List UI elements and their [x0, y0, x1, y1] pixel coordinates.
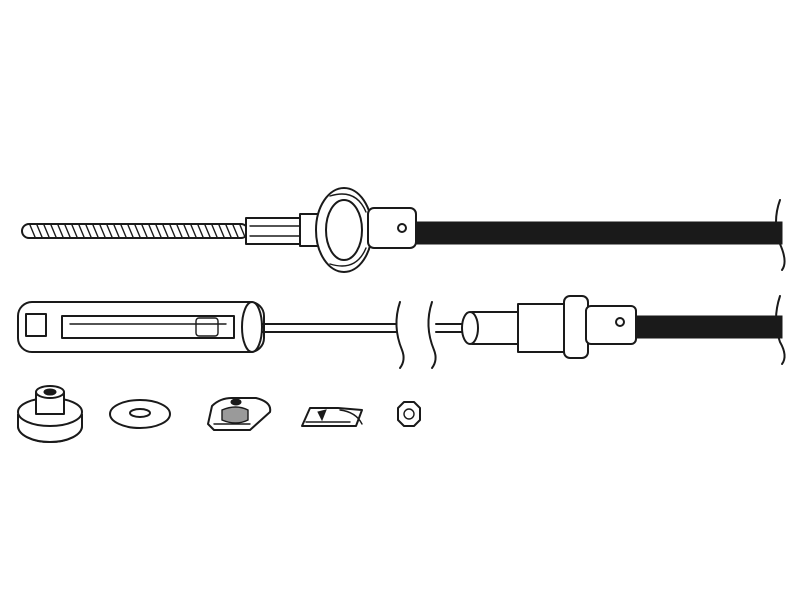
thread-mark	[57, 224, 64, 238]
thread-mark	[29, 224, 36, 238]
wire-ferrule	[461, 311, 525, 345]
thread-mark	[190, 224, 197, 238]
thread-mark	[134, 224, 141, 238]
small-parts-row	[17, 385, 421, 443]
spring-clip	[301, 407, 363, 427]
thread-mark	[36, 224, 43, 238]
thread-mark	[92, 224, 99, 238]
thread-mark	[148, 224, 155, 238]
thread-mark	[176, 224, 183, 238]
flange-collar-2	[563, 295, 589, 359]
thread-mark	[197, 224, 204, 238]
threaded-rod	[21, 223, 249, 239]
thread-mark	[155, 224, 162, 238]
thread-mark	[99, 224, 106, 238]
cable-sheath	[415, 199, 786, 271]
end-fitting-2	[585, 305, 637, 345]
thread-mark	[78, 224, 85, 238]
flange-collar	[315, 187, 373, 273]
adjuster-cable-assembly	[17, 295, 786, 369]
hex-nut	[397, 401, 421, 427]
thread-mark	[85, 224, 92, 238]
thread-mark	[232, 224, 239, 238]
thread-mark	[43, 224, 50, 238]
thread-mark	[106, 224, 113, 238]
ferrule-body	[517, 303, 571, 353]
thread-mark	[127, 224, 134, 238]
thread-mark	[64, 224, 71, 238]
thread-mark	[204, 224, 211, 238]
threaded-cable-assembly	[21, 187, 786, 273]
adjuster-tube	[17, 301, 265, 353]
thread-mark	[225, 224, 232, 238]
thread-mark	[50, 224, 57, 238]
cable-sheath-2	[635, 295, 786, 365]
flat-washer	[109, 399, 171, 429]
thread-mark	[162, 224, 169, 238]
thread-mark	[239, 224, 246, 238]
thread-mark	[211, 224, 218, 238]
thread-mark	[169, 224, 176, 238]
inner-wire	[261, 301, 471, 369]
end-fitting	[367, 207, 417, 249]
thread-mark	[120, 224, 127, 238]
retaining-clip	[207, 397, 272, 431]
grommet	[17, 385, 83, 443]
thread-mark	[113, 224, 120, 238]
thread-mark	[141, 224, 148, 238]
rod-shank	[245, 217, 305, 245]
thread-mark	[183, 224, 190, 238]
thread-mark	[218, 224, 225, 238]
thread-mark	[71, 224, 78, 238]
